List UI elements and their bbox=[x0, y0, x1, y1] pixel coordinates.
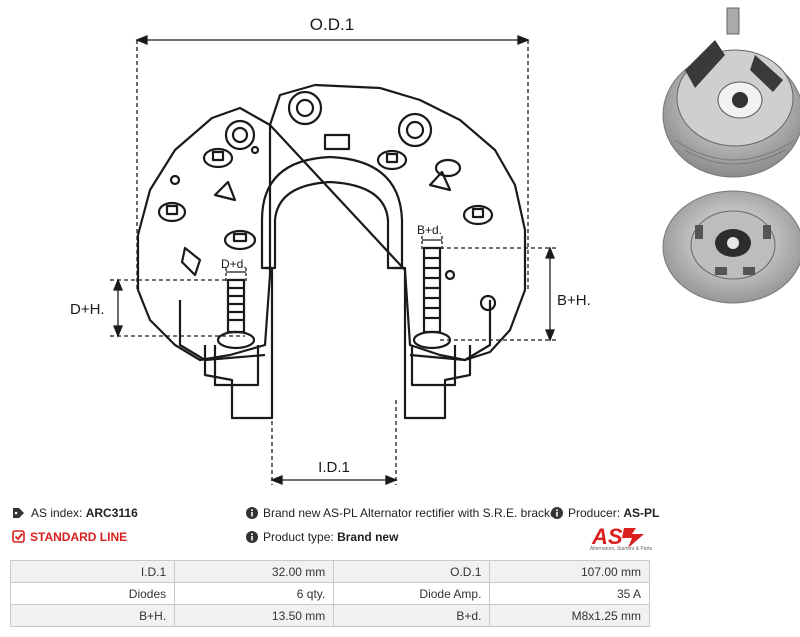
spec-value: 6 qty. bbox=[174, 582, 335, 605]
product-photo-bottom bbox=[655, 185, 800, 315]
logo-tagline: Alternators, Starters & Parts bbox=[589, 546, 653, 552]
spec-value: 35 A bbox=[489, 582, 650, 605]
description-row: Brand new AS-PL Alternator rectifier wit… bbox=[246, 505, 560, 523]
info-icon bbox=[551, 507, 563, 523]
checkbox-checked-icon bbox=[12, 530, 25, 547]
spec-value: 32.00 mm bbox=[174, 560, 335, 583]
spec-value: 107.00 mm bbox=[489, 560, 650, 583]
rectifier-leg-right bbox=[395, 266, 472, 420]
table-row: B+H. 13.50 mm B+d. M8x1.25 mm bbox=[9, 604, 650, 627]
rectifier-body-right bbox=[268, 83, 527, 362]
spec-label: O.D.1 bbox=[333, 560, 491, 583]
standard-line-label: STANDARD LINE bbox=[30, 530, 128, 544]
rectifier-bore bbox=[260, 155, 404, 270]
table-row: Diodes 6 qty. Diode Amp. 35 A bbox=[9, 582, 650, 605]
spec-label: Diodes bbox=[9, 582, 176, 605]
as-index-label: AS index: bbox=[31, 506, 83, 520]
tag-icon bbox=[12, 507, 26, 523]
rectifier-body-left bbox=[136, 106, 272, 362]
bd-label: B+d. bbox=[417, 223, 442, 237]
spec-label: B+d. bbox=[333, 604, 491, 627]
id-label: I.D.1 bbox=[318, 459, 350, 476]
spec-label: I.D.1 bbox=[9, 560, 176, 583]
terminal-right bbox=[397, 112, 433, 148]
table-row: I.D.1 32.00 mm O.D.1 107.00 mm bbox=[9, 560, 650, 583]
terminal-left bbox=[224, 119, 256, 151]
dd-label: D+d. bbox=[221, 257, 247, 271]
rectifier-leg-left bbox=[203, 266, 274, 420]
od-label: O.D.1 bbox=[310, 15, 354, 34]
info-icon bbox=[246, 507, 258, 523]
bh-label: B+H. bbox=[557, 292, 591, 309]
rectifier-diagram: O.D.1 I.D.1 D+H. B+H. D+d. B+d. bbox=[70, 15, 591, 485]
spec-value: 13.50 mm bbox=[174, 604, 335, 627]
product-photo-top bbox=[655, 0, 800, 185]
stud-left bbox=[213, 278, 260, 387]
as-index-value: ARC3116 bbox=[85, 506, 138, 520]
specifications-table: I.D.1 32.00 mm O.D.1 107.00 mm Diodes 6 … bbox=[9, 560, 650, 627]
producer-label: Producer: bbox=[568, 506, 621, 520]
dh-label: D+H. bbox=[70, 301, 105, 318]
description-text: Brand new AS-PL Alternator rectifier wit… bbox=[263, 506, 561, 520]
spec-value: M8x1.25 mm bbox=[489, 604, 650, 627]
spec-label: Diode Amp. bbox=[333, 582, 491, 605]
producer-value: AS-PL bbox=[623, 506, 660, 520]
svg-text:AS: AS bbox=[591, 524, 623, 549]
terminal-top bbox=[287, 90, 323, 126]
product-type-row: Product type: Brand new bbox=[246, 529, 398, 547]
product-type-label: Product type: bbox=[263, 530, 334, 544]
standard-line-row: STANDARD LINE bbox=[12, 529, 127, 547]
info-icon bbox=[246, 531, 258, 547]
producer-row: Producer: AS-PL bbox=[551, 505, 659, 523]
product-type-value: Brand new bbox=[337, 530, 399, 544]
as-index-row: AS index: ARC3116 bbox=[12, 505, 138, 523]
as-pl-logo: AS bbox=[591, 524, 644, 549]
spec-label: B+H. bbox=[9, 604, 176, 627]
stud-right bbox=[410, 246, 457, 387]
